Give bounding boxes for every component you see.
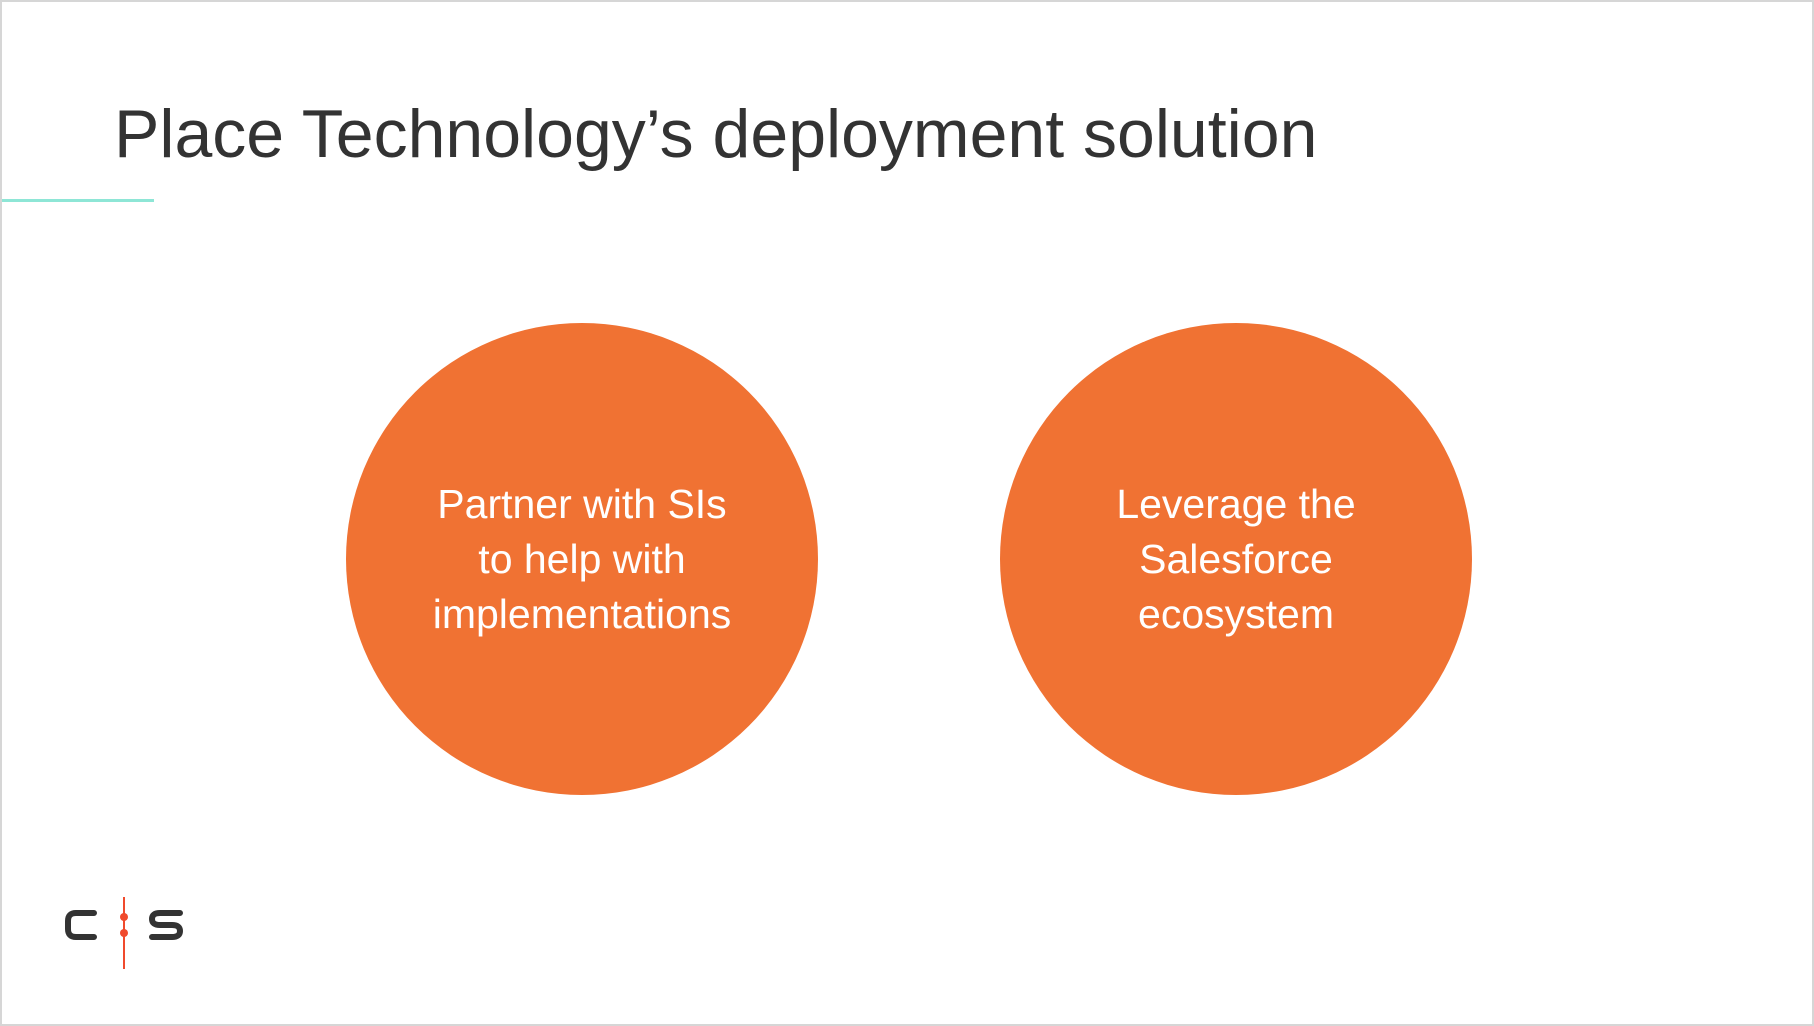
circle-partner-sis: Partner with SIs to help with implementa… xyxy=(346,323,818,795)
circle-partner-sis-line-2: to help with xyxy=(478,535,686,582)
circle-salesforce-ecosystem-line-2: Salesforce xyxy=(1139,535,1333,582)
circle-salesforce-ecosystem-line-3: ecosystem xyxy=(1138,590,1334,637)
slide-title: Place Technology’s deployment solution xyxy=(114,96,1318,172)
circle-salesforce-ecosystem: Leverage the Salesforce ecosystem xyxy=(1000,323,1472,795)
circle-salesforce-ecosystem-text: Leverage the Salesforce ecosystem xyxy=(1066,477,1406,642)
logo-c-mark xyxy=(65,910,97,940)
logo-s-mark xyxy=(149,910,183,940)
logo-lower-dot xyxy=(120,929,128,937)
circle-partner-sis-line-1: Partner with SIs xyxy=(437,480,727,527)
circle-partner-sis-text: Partner with SIs to help with implementa… xyxy=(412,477,752,642)
circle-partner-sis-line-3: implementations xyxy=(432,590,732,637)
cis-logo-icon xyxy=(64,895,184,971)
title-accent-line xyxy=(2,199,154,202)
circle-salesforce-ecosystem-line-1: Leverage the xyxy=(1116,480,1356,527)
logo-upper-dot xyxy=(120,913,128,921)
